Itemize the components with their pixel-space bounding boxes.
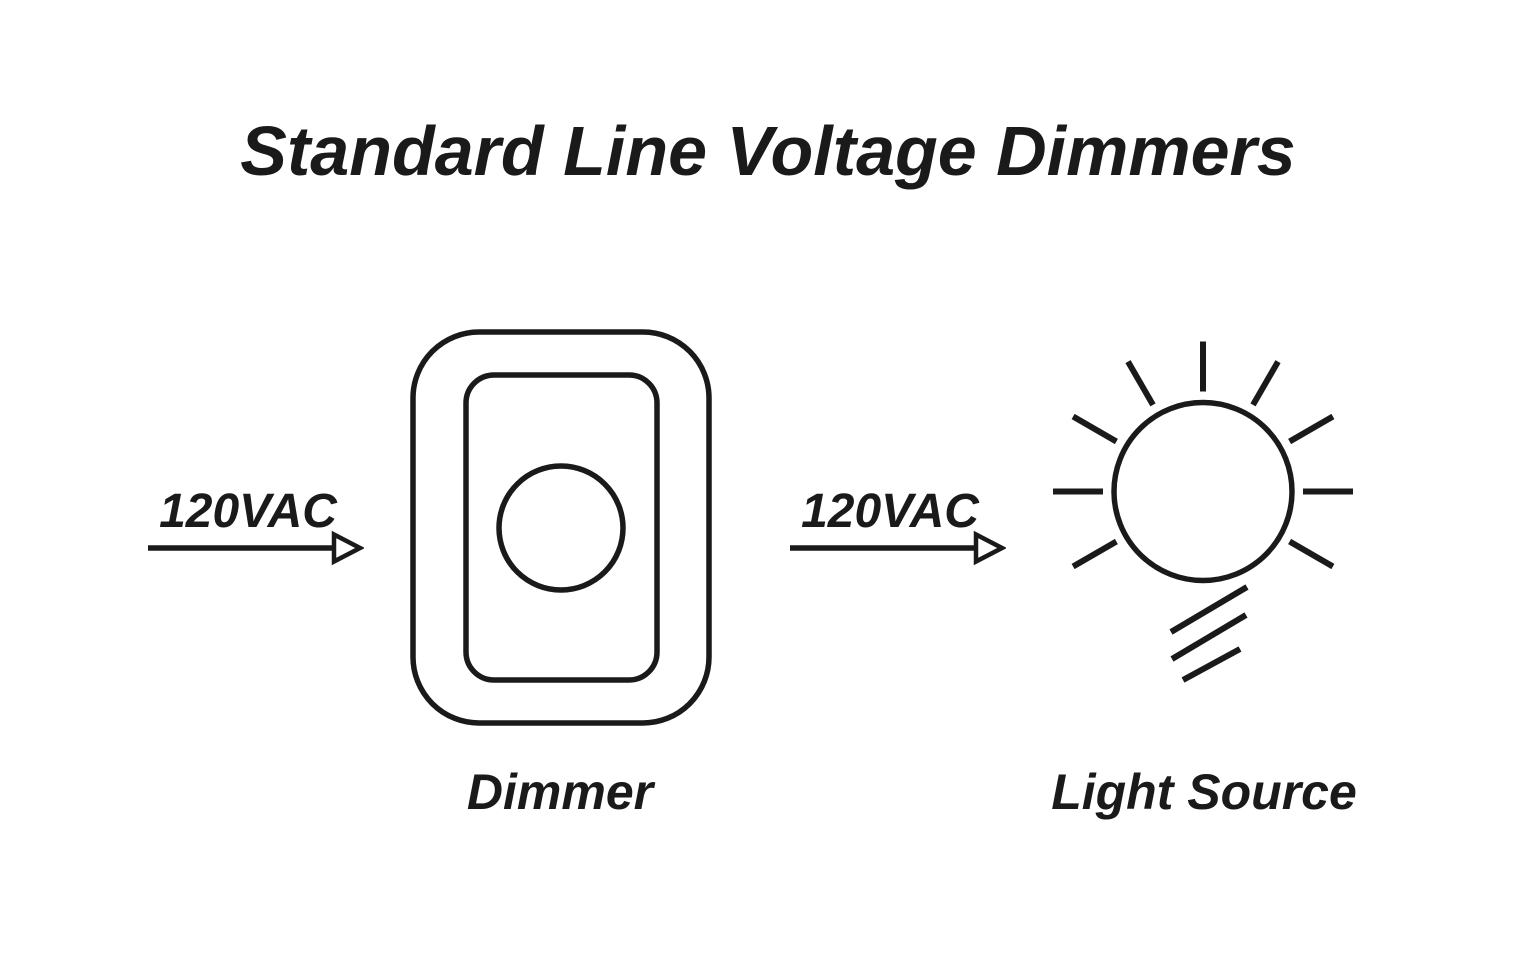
arrow-head	[973, 530, 1006, 566]
bulb-circle	[1111, 399, 1295, 584]
diagram-title: Standard Line Voltage Dimmers	[240, 112, 1296, 190]
dimmer-outer-plate	[410, 329, 712, 726]
sun-light-icon	[1035, 325, 1380, 695]
output-voltage-label: 120VAC	[801, 485, 979, 538]
input-voltage-label: 120VAC	[159, 485, 337, 538]
arrow-head	[331, 530, 364, 566]
dimmer-plate-icon	[400, 322, 720, 732]
output-arrow-icon	[790, 530, 1006, 566]
dimmer-knob	[496, 463, 626, 593]
dimmer-inner-frame	[463, 372, 660, 683]
light-source-caption: Light Source	[1051, 764, 1357, 820]
bulb-base-hatch	[1169, 584, 1249, 683]
sun-rays	[1053, 341, 1353, 570]
dimmer-caption: Dimmer	[466, 764, 654, 820]
input-arrow-icon	[148, 530, 364, 566]
